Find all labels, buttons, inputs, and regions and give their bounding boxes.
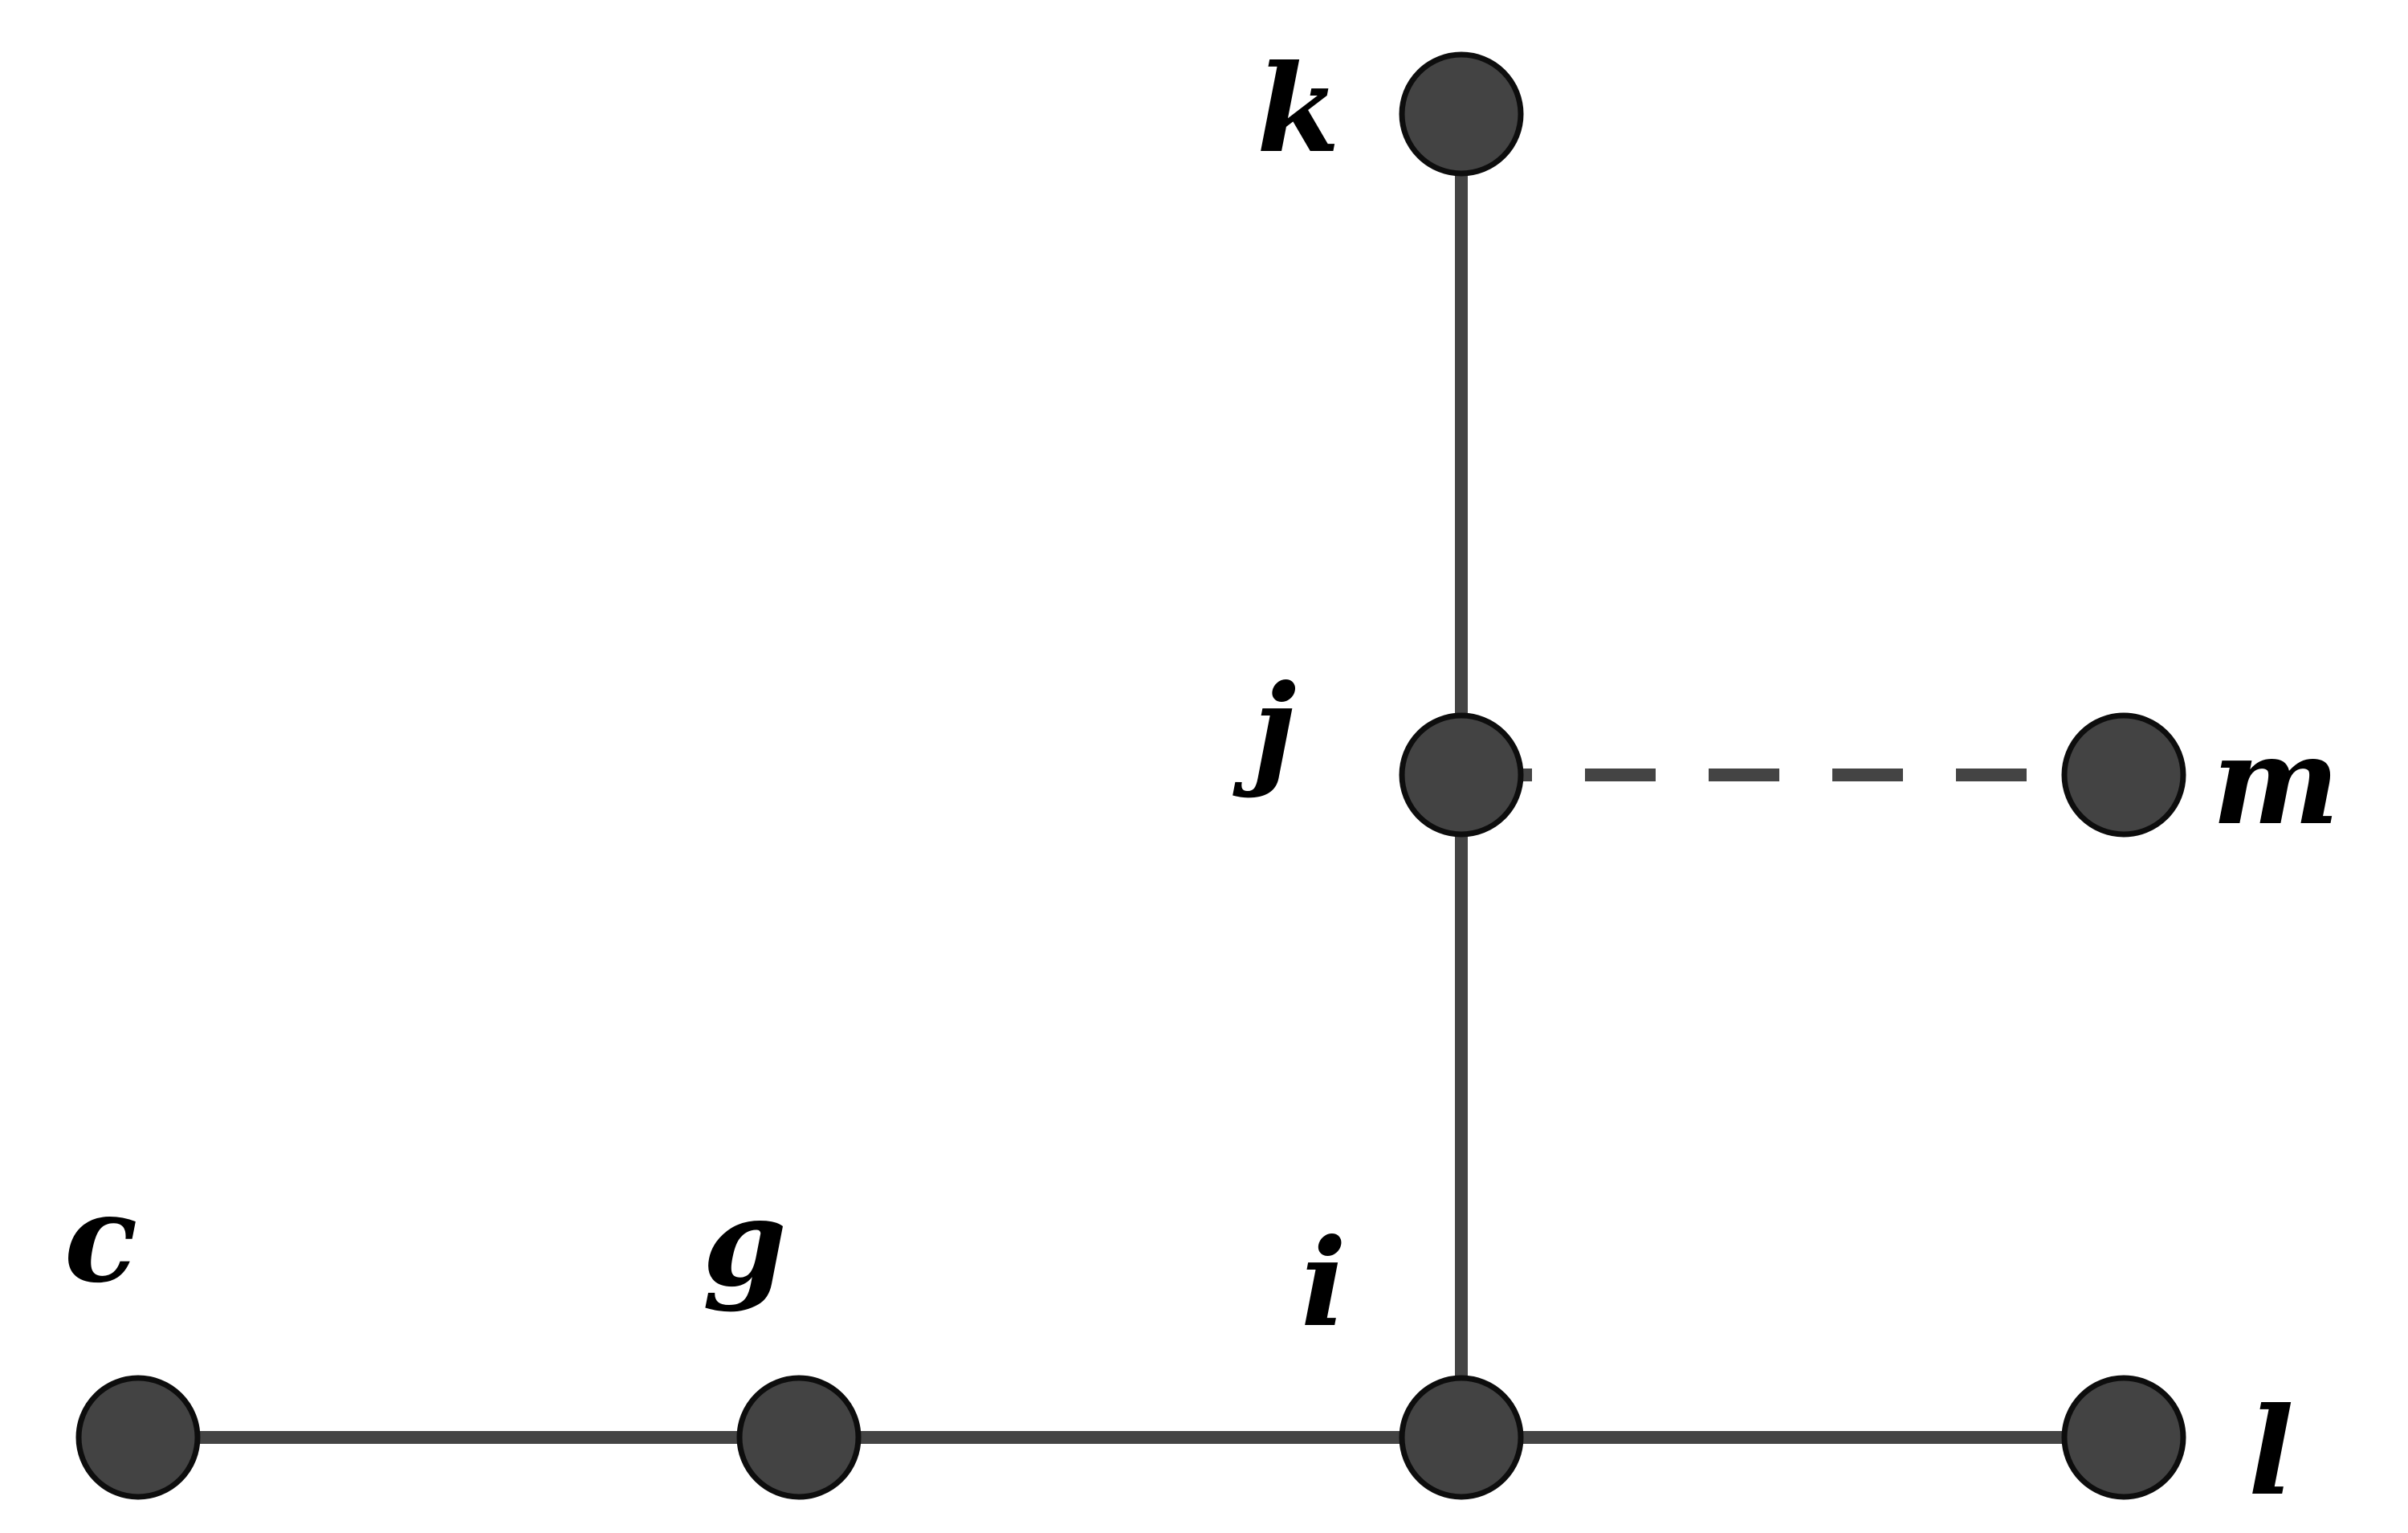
node-label-i: i	[1301, 1213, 1347, 1354]
node-g	[736, 1375, 862, 1500]
node-label-l: l	[2248, 1381, 2294, 1523]
node-label-g: g	[703, 1172, 787, 1314]
node-label-c: c	[64, 1168, 137, 1310]
node-m	[2061, 712, 2186, 838]
node-l	[2061, 1375, 2186, 1500]
node-label-m: m	[2212, 711, 2340, 852]
node-label-k: k	[1257, 39, 1340, 180]
node-c	[75, 1375, 201, 1500]
node-k	[1399, 51, 1524, 177]
node-label-j: j	[1233, 658, 1296, 800]
node-j	[1399, 712, 1524, 838]
node-i	[1399, 1375, 1524, 1500]
